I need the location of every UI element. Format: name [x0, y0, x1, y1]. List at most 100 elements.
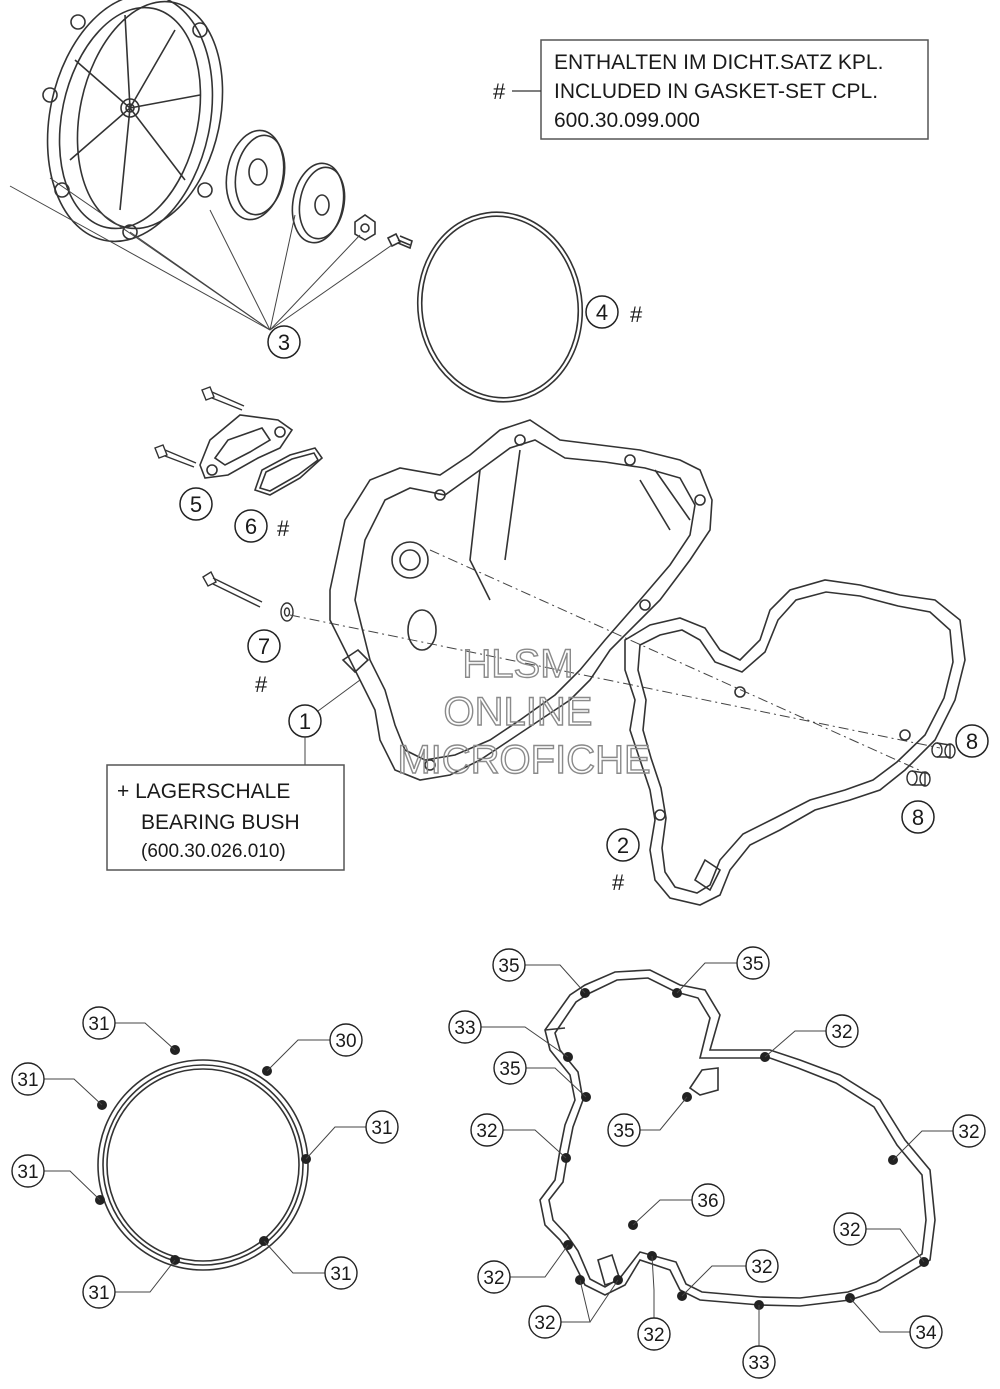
svg-text:35: 35 [499, 1059, 520, 1080]
callout-8-lower: 8 [901, 800, 935, 834]
callout-30: 30 [329, 1023, 363, 1057]
note-hash-marker: # [493, 79, 506, 104]
clutch-gasket-callout-leaders [481, 962, 953, 1346]
bush-line-3: (600.30.026.010) [141, 841, 286, 862]
svg-text:35: 35 [613, 1121, 634, 1142]
svg-text:32: 32 [643, 1325, 664, 1346]
callout-32-c: 32 [952, 1114, 986, 1148]
ignition-gasket-callouts [44, 1022, 366, 1293]
svg-text:33: 33 [454, 1018, 475, 1039]
svg-text:#: # [612, 870, 625, 895]
svg-text:32: 32 [534, 1313, 555, 1334]
callout-35-a: 35 [492, 948, 526, 982]
dowel-lower [906, 770, 931, 787]
ignition-gasket [97, 1059, 309, 1271]
screw [386, 232, 413, 250]
svg-text:35: 35 [498, 956, 519, 977]
svg-text:31: 31 [17, 1162, 38, 1183]
svg-text:3: 3 [278, 330, 290, 355]
callout-33-a: 33 [448, 1010, 482, 1044]
callout-3: 3 [267, 325, 301, 359]
screw-lower [154, 444, 197, 468]
washer [280, 602, 294, 622]
rotor-disc [225, 129, 286, 221]
callout-34: 34 [909, 1315, 943, 1349]
callout-3-leaders [9, 177, 393, 331]
svg-text:4: 4 [596, 300, 608, 325]
svg-text:7: 7 [258, 634, 270, 659]
callout-31-c: 31 [365, 1110, 399, 1144]
svg-text:34: 34 [915, 1323, 937, 1344]
svg-text:#: # [630, 302, 643, 327]
callout-32-f: 32 [477, 1260, 511, 1294]
svg-text:8: 8 [912, 805, 924, 830]
svg-text:MICROFICHE: MICROFICHE [397, 738, 650, 782]
callout-6: 6 # [234, 509, 290, 543]
callout-2: 2 # [606, 828, 640, 895]
plug-disc [291, 162, 346, 244]
callout-32-e: 32 [745, 1249, 779, 1283]
callout-4: 4 # [585, 295, 643, 329]
callout-32-d: 32 [833, 1212, 867, 1246]
svg-text:#: # [277, 516, 290, 541]
svg-text:32: 32 [958, 1122, 979, 1143]
svg-text:31: 31 [88, 1283, 109, 1304]
svg-text:ONLINE: ONLINE [444, 690, 593, 734]
callout-33-b: 33 [742, 1345, 776, 1379]
clutch-cover-gasket [624, 579, 966, 906]
svg-text:6: 6 [245, 514, 257, 539]
callout-32-h: 32 [637, 1317, 671, 1351]
ignition-cover-outer [42, 0, 224, 243]
note-line-1: ENTHALTEN IM DICHT.SATZ KPL. [554, 51, 883, 74]
callout-5: 5 [179, 487, 213, 521]
callout-1: 1 [288, 679, 361, 765]
callout-7: 7 # [247, 629, 281, 697]
watermark: HLSM ONLINE MICROFICHE [397, 641, 652, 782]
svg-text:31: 31 [330, 1264, 351, 1285]
callout-8-upper: 8 [955, 724, 989, 758]
svg-text:#: # [255, 672, 268, 697]
clutch-gasket-lower [539, 969, 936, 1307]
callout-35-c: 35 [493, 1051, 527, 1085]
svg-text:36: 36 [697, 1191, 718, 1212]
svg-text:32: 32 [483, 1268, 504, 1289]
svg-text:32: 32 [831, 1022, 852, 1043]
svg-text:1: 1 [299, 709, 311, 734]
cover-plate-gasket [253, 447, 324, 496]
dowel-upper [931, 742, 956, 759]
nut [354, 214, 376, 241]
svg-text:8: 8 [966, 729, 978, 754]
svg-text:32: 32 [476, 1121, 497, 1142]
callout-32-b: 32 [470, 1113, 504, 1147]
svg-text:32: 32 [751, 1257, 772, 1278]
clutch-gasket-holes [561, 988, 929, 1310]
callout-35-d: 35 [607, 1113, 641, 1147]
callout-31-d: 31 [11, 1154, 45, 1188]
svg-text:31: 31 [88, 1014, 109, 1035]
long-screw [202, 570, 263, 608]
callout-36: 36 [691, 1183, 725, 1217]
bearing-bush-note: + LAGERSCHALE BEARING BUSH (600.30.026.0… [106, 764, 345, 871]
svg-text:5: 5 [190, 492, 202, 517]
svg-text:HLSM: HLSM [462, 642, 573, 686]
bush-line-2: BEARING BUSH [141, 811, 300, 834]
callout-35-b: 35 [736, 946, 770, 980]
svg-text:33: 33 [748, 1353, 769, 1374]
note-line-2: INCLUDED IN GASKET-SET CPL. [554, 80, 878, 103]
screw-upper [201, 386, 245, 411]
callout-32-g: 32 [528, 1305, 562, 1339]
svg-text:2: 2 [617, 833, 629, 858]
gasket-set-note: ENTHALTEN IM DICHT.SATZ KPL. INCLUDED IN… [493, 39, 929, 140]
clutch-cover [329, 419, 713, 781]
bush-line-1: + LAGERSCHALE [117, 780, 290, 803]
alignment-lines [289, 549, 941, 776]
o-ring [416, 211, 584, 403]
callout-31-e: 31 [324, 1256, 358, 1290]
svg-text:31: 31 [371, 1118, 392, 1139]
svg-text:35: 35 [742, 954, 763, 975]
ignition-gasket-holes [95, 1045, 311, 1265]
callout-32-a: 32 [825, 1014, 859, 1048]
callout-31-f: 31 [82, 1275, 116, 1309]
svg-text:30: 30 [335, 1031, 356, 1052]
